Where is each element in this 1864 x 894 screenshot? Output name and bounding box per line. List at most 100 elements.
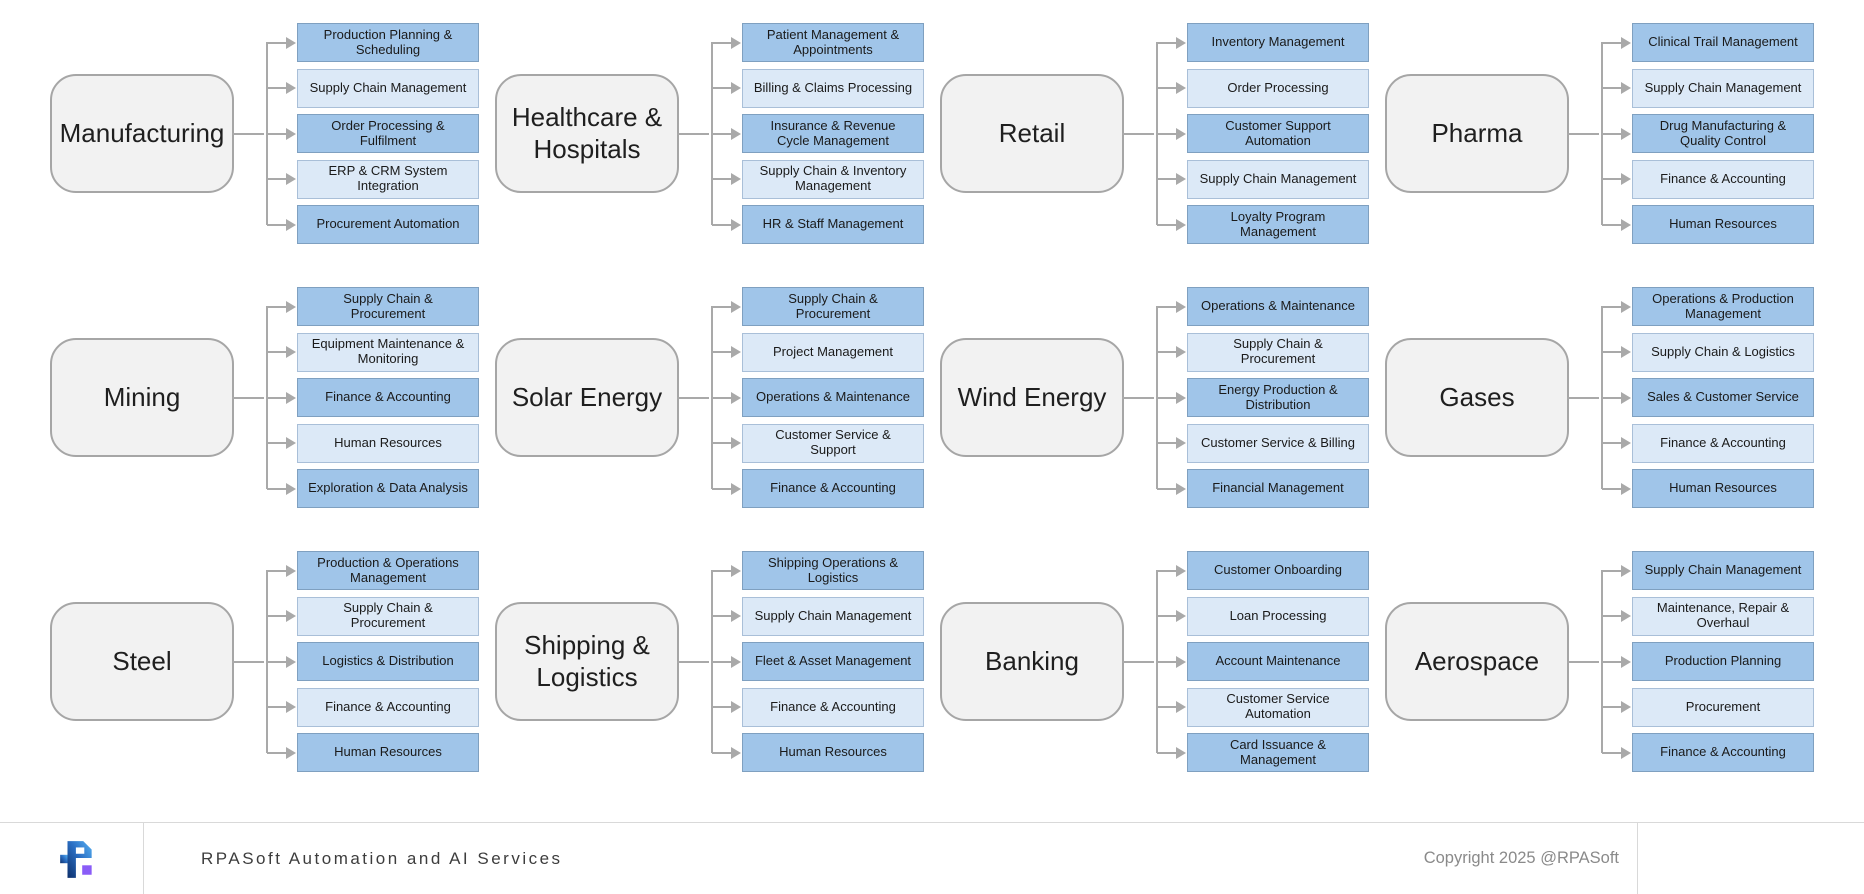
industry-group: Shipping & Logistics Shipping Operations… [495, 551, 924, 772]
service-list: Patient Management & Appointments Billin… [711, 23, 924, 244]
service-box: Fleet & Asset Management [712, 642, 924, 681]
service-box-label: Human Resources [1669, 216, 1777, 232]
industry-group: Banking Customer Onboarding Loan Process… [940, 551, 1369, 772]
service-box-label: Customer Service Automation [1226, 691, 1330, 721]
service-box-label: Finance & Accounting [770, 698, 896, 714]
service-box-label: Customer Service & Support [775, 427, 891, 457]
service-box: Finance & Accounting [712, 687, 924, 727]
service-box-label: Order Processing [1227, 79, 1329, 95]
footer-brand-text: RPASoft Automation and AI Services [201, 848, 563, 868]
service-box-label: Exploration & Data Analysis [308, 480, 468, 496]
service-box: Supply Chain & Procurement [712, 287, 924, 326]
industry-box: Shipping & Logistics [495, 602, 709, 721]
footer-divider-right [1637, 822, 1638, 894]
service-box: Project Management [712, 332, 924, 372]
service-box: Exploration & Data Analysis [267, 469, 479, 508]
service-box-label: Procurement [1685, 698, 1761, 714]
service-box: Finance & Accounting [1602, 423, 1814, 463]
service-box: Order Processing & Fulfilment [267, 114, 479, 153]
service-box-label: Supply Chain Management [1644, 79, 1802, 95]
service-box: Procurement [1602, 687, 1814, 727]
service-box: Production Planning [1602, 642, 1814, 681]
service-box-label: Sales & Customer Service [1647, 389, 1799, 405]
service-box-label: Customer Onboarding [1214, 562, 1342, 578]
service-box: Equipment Maintenance & Monitoring [267, 332, 479, 372]
service-box-label: Supply Chain & Procurement [1233, 336, 1323, 366]
industry-box-label: Banking [985, 645, 1079, 676]
service-box: Order Processing [1157, 68, 1369, 108]
service-box-label: Finance & Accounting [1660, 170, 1786, 186]
industry-box: Retail [940, 74, 1154, 193]
service-list: Operations & Production Management Suppl… [1601, 287, 1814, 508]
service-box: Supply Chain Management [712, 596, 924, 636]
service-box-label: Customer Support Automation [1225, 117, 1331, 148]
industry-box-label: Pharma [1431, 117, 1523, 148]
industry-group: Steel Production & Operations Management… [50, 551, 479, 772]
service-box: Operations & Production Management [1602, 287, 1814, 326]
service-box: Logistics & Distribution [267, 642, 479, 681]
service-box-label: Customer Service & Billing [1201, 434, 1355, 450]
service-box-label: Supply Chain & Procurement [343, 600, 433, 630]
service-box-label: Production Planning [1664, 653, 1782, 669]
industry-box: Steel [50, 602, 264, 721]
service-box-label: Finance & Accounting [770, 480, 896, 496]
service-box: Operations & Maintenance [712, 378, 924, 417]
service-box-label: Equipment Maintenance & Monitoring [311, 336, 465, 366]
industry-box-label: Mining [103, 381, 181, 412]
industry-group: Retail Inventory Management Order Proces… [940, 23, 1369, 244]
industry-box-label: Steel [112, 645, 172, 676]
industry-box: Manufacturing [50, 74, 264, 193]
service-list: Supply Chain & Procurement Project Manag… [711, 287, 924, 508]
service-box-label: Operations & Production Management [1652, 290, 1794, 321]
service-box: Customer Service & Support [712, 423, 924, 463]
service-box-label: Human Resources [334, 744, 442, 760]
service-box: Human Resources [267, 423, 479, 463]
service-list: Operations & Maintenance Supply Chain & … [1156, 287, 1369, 508]
service-box-label: Finance & Accounting [325, 389, 451, 405]
service-box: Card Issuance & Management [1157, 733, 1369, 772]
service-box-label: Finance & Accounting [1660, 744, 1786, 760]
service-box: Maintenance, Repair & Overhaul [1602, 596, 1814, 636]
service-box-label: Procurement Automation [316, 216, 460, 232]
industry-box: Pharma [1385, 74, 1599, 193]
industry-box: Aerospace [1385, 602, 1599, 721]
service-box: HR & Staff Management [712, 205, 924, 244]
service-box-label: Patient Management & Appointments [766, 26, 900, 57]
service-box: Finance & Accounting [1602, 159, 1814, 199]
service-box-label: Finance & Accounting [325, 698, 451, 714]
service-box: Sales & Customer Service [1602, 378, 1814, 417]
industry-box-label: Retail [998, 117, 1066, 148]
service-list: Inventory Management Order Processing Cu… [1156, 23, 1369, 244]
service-box: Procurement Automation [267, 205, 479, 244]
service-box: Supply Chain Management [1602, 551, 1814, 590]
service-box-label: Supply Chain & Procurement [343, 290, 433, 321]
service-box: Clinical Trail Management [1602, 23, 1814, 62]
service-box-label: Human Resources [334, 434, 442, 450]
rpasoft-logo-icon [60, 840, 92, 878]
service-box-label: Supply Chain & Logistics [1651, 343, 1795, 359]
service-box: Supply Chain Management [1602, 68, 1814, 108]
service-box-label: Account Maintenance [1215, 653, 1341, 669]
industry-group: Mining Supply Chain & Procurement Equipm… [50, 287, 479, 508]
footer-divider-left [143, 822, 144, 894]
service-box: Production Planning & Scheduling [267, 23, 479, 62]
industry-box-label: Gases [1439, 381, 1515, 412]
service-box: Drug Manufacturing & Quality Control [1602, 114, 1814, 153]
service-box-label: Logistics & Distribution [322, 653, 454, 669]
industry-group: Aerospace Supply Chain Management Mainte… [1385, 551, 1814, 772]
service-box: Patient Management & Appointments [712, 23, 924, 62]
service-box: Loan Processing [1157, 596, 1369, 636]
service-box-label: Loyalty Program Management [1230, 208, 1326, 239]
industry-box-label: Wind Energy [957, 381, 1107, 412]
service-box: Finance & Accounting [1602, 733, 1814, 772]
service-box: Supply Chain & Procurement [267, 596, 479, 636]
logo-wrap [0, 838, 143, 880]
service-list: Shipping Operations & Logistics Supply C… [711, 551, 924, 772]
service-box: Human Resources [1602, 205, 1814, 244]
industry-group: Solar Energy Supply Chain & Procurement … [495, 287, 924, 508]
service-box: Customer Service Automation [1157, 687, 1369, 727]
service-box-label: HR & Staff Management [762, 216, 904, 232]
service-box: ERP & CRM System Integration [267, 159, 479, 199]
service-box: Billing & Claims Processing [712, 68, 924, 108]
industry-box: Healthcare & Hospitals [495, 74, 709, 193]
